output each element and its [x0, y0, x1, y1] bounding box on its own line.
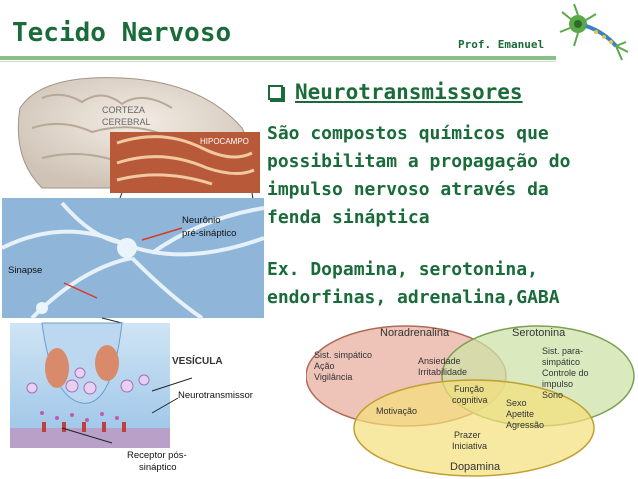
example-text: Ex. Dopamina, serotonina, endorfinas, ad…: [267, 256, 632, 312]
definition-line: fenda sináptica: [267, 207, 430, 228]
example-line: endorfinas, adrenalina,GABA: [267, 287, 560, 308]
venn-right-item: simpático: [542, 357, 580, 367]
venn-circle-dopamina: [353, 379, 595, 477]
venn-right-item: Controle do: [542, 368, 589, 378]
venn-bottom-item: Iniciativa: [452, 441, 487, 451]
venn-center-item: Função: [454, 384, 484, 394]
venn-left-item: Ação: [314, 361, 335, 371]
venn-right-item: impulso: [542, 379, 573, 389]
venn-label-dopamina: Dopamina: [450, 461, 501, 473]
venn-overlap-item: Ansiedade: [418, 356, 461, 366]
venn-left-item: Sist. simpático: [314, 350, 372, 360]
heading-text: Neurotransmissores: [295, 80, 523, 104]
venn-left-item: Vigilância: [314, 372, 352, 382]
definition-line: possibilitam a propagação do: [267, 151, 571, 172]
cortex-label-1: CORTEZA: [102, 105, 145, 115]
definition-text: São compostos químicos que possibilitam …: [267, 120, 632, 232]
venn-right-item: Sono: [542, 390, 563, 400]
header-divider: [0, 56, 580, 60]
receptor-label-1: Receptor pós-: [127, 450, 187, 461]
venn-overlap-item: Irritabilidade: [418, 367, 467, 377]
neurotransmitter-venn-diagram: Noradrenalina Serotonina Dopamina Sist. …: [306, 318, 636, 478]
venn-overlap-item: Apetite: [506, 409, 534, 419]
venn-label-noradrenalina: Noradrenalina: [380, 327, 450, 339]
receptor-label-2: sináptico: [139, 462, 177, 473]
page-title: Tecido Nervoso: [12, 18, 232, 48]
venn-overlap-item: Sexo: [506, 398, 527, 408]
definition-line: São compostos químicos que: [267, 123, 549, 144]
neuron-logo-icon: [556, 2, 636, 66]
venn-right-item: Sist. para-: [542, 346, 583, 356]
checkbox-bullet-icon: [268, 84, 283, 100]
bullet-heading: Neurotransmissores: [268, 80, 523, 104]
venn-overlap-item: Motivação: [376, 406, 417, 416]
example-line: Ex. Dopamina, serotonina,: [267, 259, 538, 280]
synapse-illustration: CORTEZA CEREBRAL HIPOCAMPO Neurônio pré-…: [2, 77, 264, 473]
cortex-label-2: CEREBRAL: [102, 117, 151, 127]
synapse-label: Sinapse: [8, 265, 42, 276]
neuron-label-1: Neurônio: [182, 215, 221, 226]
vesicle-label: VESÍCULA: [172, 354, 223, 367]
author-name: Prof. Emanuel: [458, 38, 545, 51]
neurotransmitter-label: Neurotransmissor: [178, 390, 253, 401]
definition-line: impulso nervoso através da: [267, 179, 549, 200]
neuron-label-2: pré-sináptico: [182, 228, 236, 239]
header-divider-thin: [0, 61, 580, 62]
venn-label-serotonina: Serotonina: [512, 327, 566, 339]
venn-center-item: cognitiva: [452, 395, 488, 405]
hippocampus-label: HIPOCAMPO: [200, 137, 249, 146]
venn-bottom-item: Prazer: [454, 430, 481, 440]
venn-overlap-item: Agressão: [506, 420, 544, 430]
